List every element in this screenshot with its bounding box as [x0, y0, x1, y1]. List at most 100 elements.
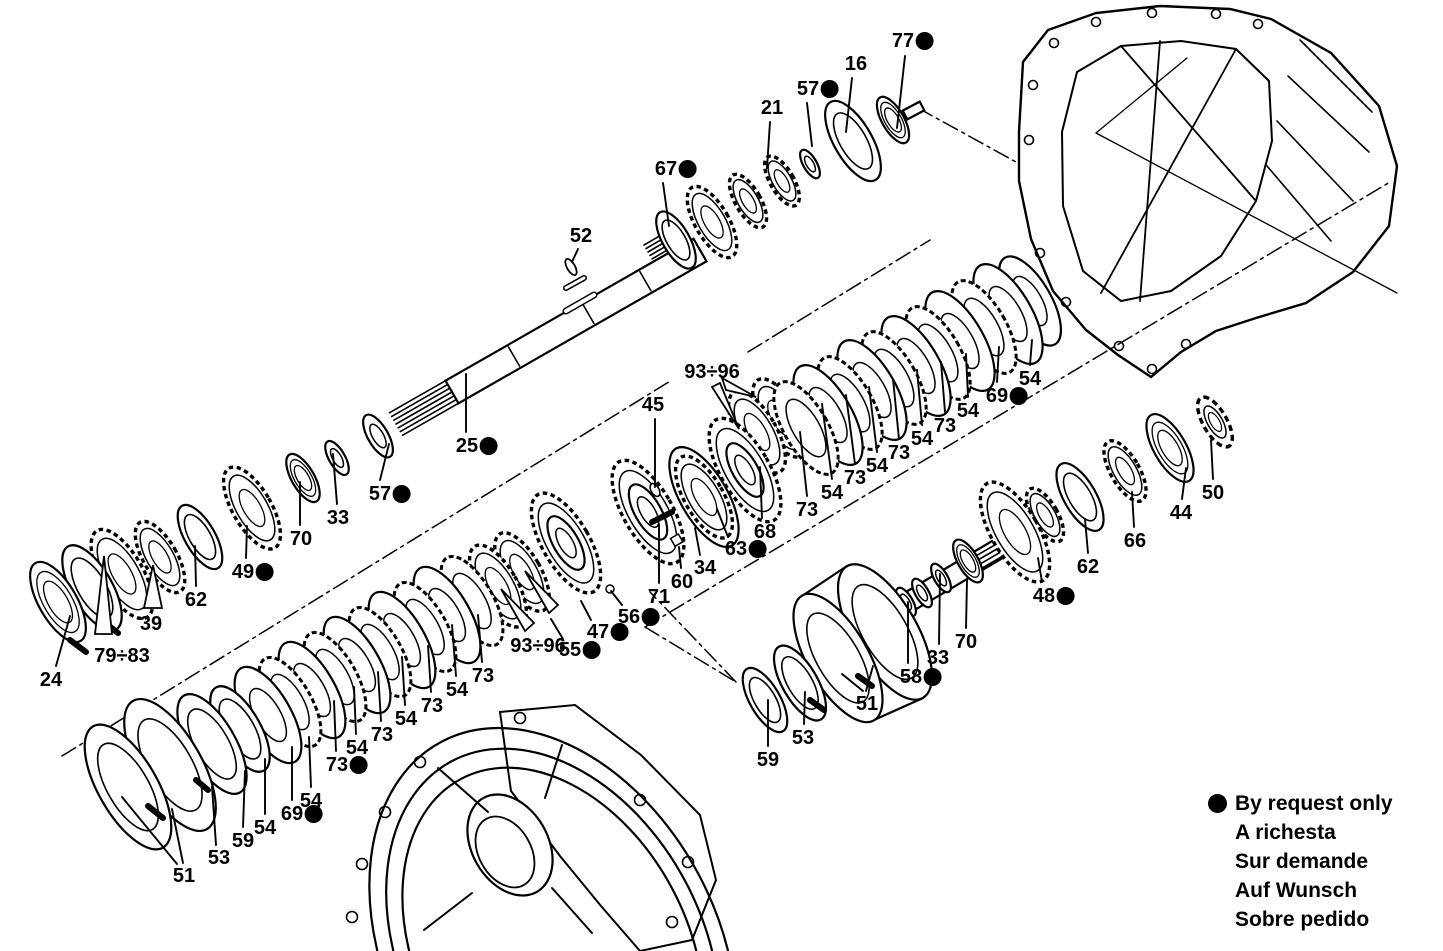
part-number-label: 66	[1124, 530, 1146, 552]
cover-rim	[385, 747, 721, 951]
leader-line	[1210, 439, 1214, 480]
part-ring-ring	[851, 583, 919, 681]
phantom-line	[644, 181, 1391, 628]
callout-70: 70	[955, 579, 977, 653]
part-number-label: 69	[986, 385, 1008, 407]
part-gear-ring	[228, 474, 276, 542]
legend-row: By request only	[1208, 789, 1440, 818]
callout-45: 45	[642, 394, 664, 488]
part-number-label: 62	[1077, 556, 1099, 578]
callout-33: 33	[927, 573, 949, 669]
legend-line-it: A richesta	[1235, 821, 1336, 844]
leader-line	[580, 600, 592, 621]
leader-line	[965, 579, 968, 629]
bolt-hole	[1048, 37, 1060, 49]
part-gear-ring	[738, 188, 758, 214]
part-gear-ring	[727, 172, 769, 230]
leader-line	[694, 527, 701, 556]
pilot-stub	[901, 100, 926, 121]
part-plate-ring	[803, 155, 817, 173]
leader-line	[1084, 518, 1089, 554]
part-number-label: 73	[472, 665, 494, 687]
bolt-hole	[378, 805, 392, 819]
leader-line	[242, 770, 246, 828]
detent-pin-45	[649, 482, 661, 498]
leader-arrow	[524, 570, 560, 615]
bolt-hole	[633, 793, 647, 807]
callout-93÷96: 93÷96	[684, 361, 757, 430]
callout-54: 54	[911, 369, 934, 450]
callout-73: 73	[326, 700, 368, 776]
leader-line	[868, 386, 878, 453]
part-gear-ring	[767, 160, 797, 202]
part-number-callouts: 7716572167522557337049623979÷832493÷9645…	[40, 30, 1224, 887]
part-bear-ring	[289, 459, 317, 497]
part-plate-ring	[324, 439, 350, 477]
spline-line	[393, 387, 451, 422]
spline-line	[397, 394, 455, 429]
housing-fin	[1266, 165, 1332, 242]
leader-arrow	[500, 588, 536, 633]
leader-line	[308, 736, 312, 788]
callout-93÷96: 93÷96	[500, 570, 566, 657]
callout-16: 16	[845, 53, 867, 133]
by-request-dot-icon	[820, 80, 839, 98]
callout-57: 57	[797, 78, 839, 147]
callout-71: 71	[648, 523, 670, 608]
callout-79÷83: 79÷83	[93, 555, 150, 667]
spring-71	[649, 509, 675, 525]
leader-line	[938, 573, 941, 645]
part-gear-ring	[1035, 502, 1055, 528]
leader-line	[803, 691, 806, 725]
leader-line	[550, 618, 564, 640]
callout-62: 62	[1077, 518, 1099, 578]
leader-arrow	[93, 555, 113, 635]
leader-line	[451, 624, 457, 677]
part-nut-ring	[1195, 395, 1235, 449]
callout-55: 55	[550, 618, 601, 661]
shaft-step	[507, 346, 521, 367]
part-bear-ring	[880, 101, 906, 139]
part-gear-ring	[107, 553, 137, 595]
callout-54: 54	[821, 403, 844, 504]
housing-opening	[1060, 39, 1274, 303]
bolt-hole	[345, 910, 359, 924]
leader-line	[245, 525, 248, 559]
part-gear-ring	[148, 540, 172, 574]
shadow-accent	[67, 637, 89, 655]
callout-73: 73	[844, 394, 866, 489]
part-ring-ring	[1062, 472, 1098, 522]
part-number-label: 73	[371, 724, 393, 746]
callout-49: 49	[232, 525, 274, 583]
part-gear-ring	[685, 184, 739, 260]
part-number-label: 44	[1170, 502, 1193, 524]
callout-34: 34	[694, 527, 717, 579]
leader-line	[353, 686, 357, 735]
callout-39: 39	[140, 564, 164, 635]
part-ring-ring	[832, 112, 874, 170]
keyway-inner	[564, 276, 586, 290]
callout-67: 67	[655, 158, 697, 227]
keyway-inner	[564, 293, 596, 313]
leader-line	[759, 466, 763, 519]
part-number-label: 54	[957, 400, 980, 422]
bolt-hole	[355, 857, 369, 871]
callout-58: 58	[900, 601, 942, 688]
leader-line	[1181, 467, 1187, 500]
callout-73: 73	[796, 431, 818, 521]
part-gear-ring	[1024, 486, 1066, 544]
leader-line	[766, 121, 771, 169]
callout-62: 62	[185, 545, 207, 611]
part-number-label: 33	[327, 507, 349, 529]
part-bear-ring	[36, 570, 80, 634]
legend-row: Sur demande	[1208, 847, 1440, 876]
bolt-hole	[513, 711, 527, 725]
by-request-dot-icon	[1056, 587, 1075, 605]
cover-hub-bore	[474, 815, 536, 889]
part-bear-ring	[1145, 413, 1195, 483]
callout-54: 54	[300, 736, 323, 812]
callout-73: 73	[421, 645, 443, 717]
leader-line	[571, 248, 579, 263]
insert-key-60	[669, 533, 684, 548]
